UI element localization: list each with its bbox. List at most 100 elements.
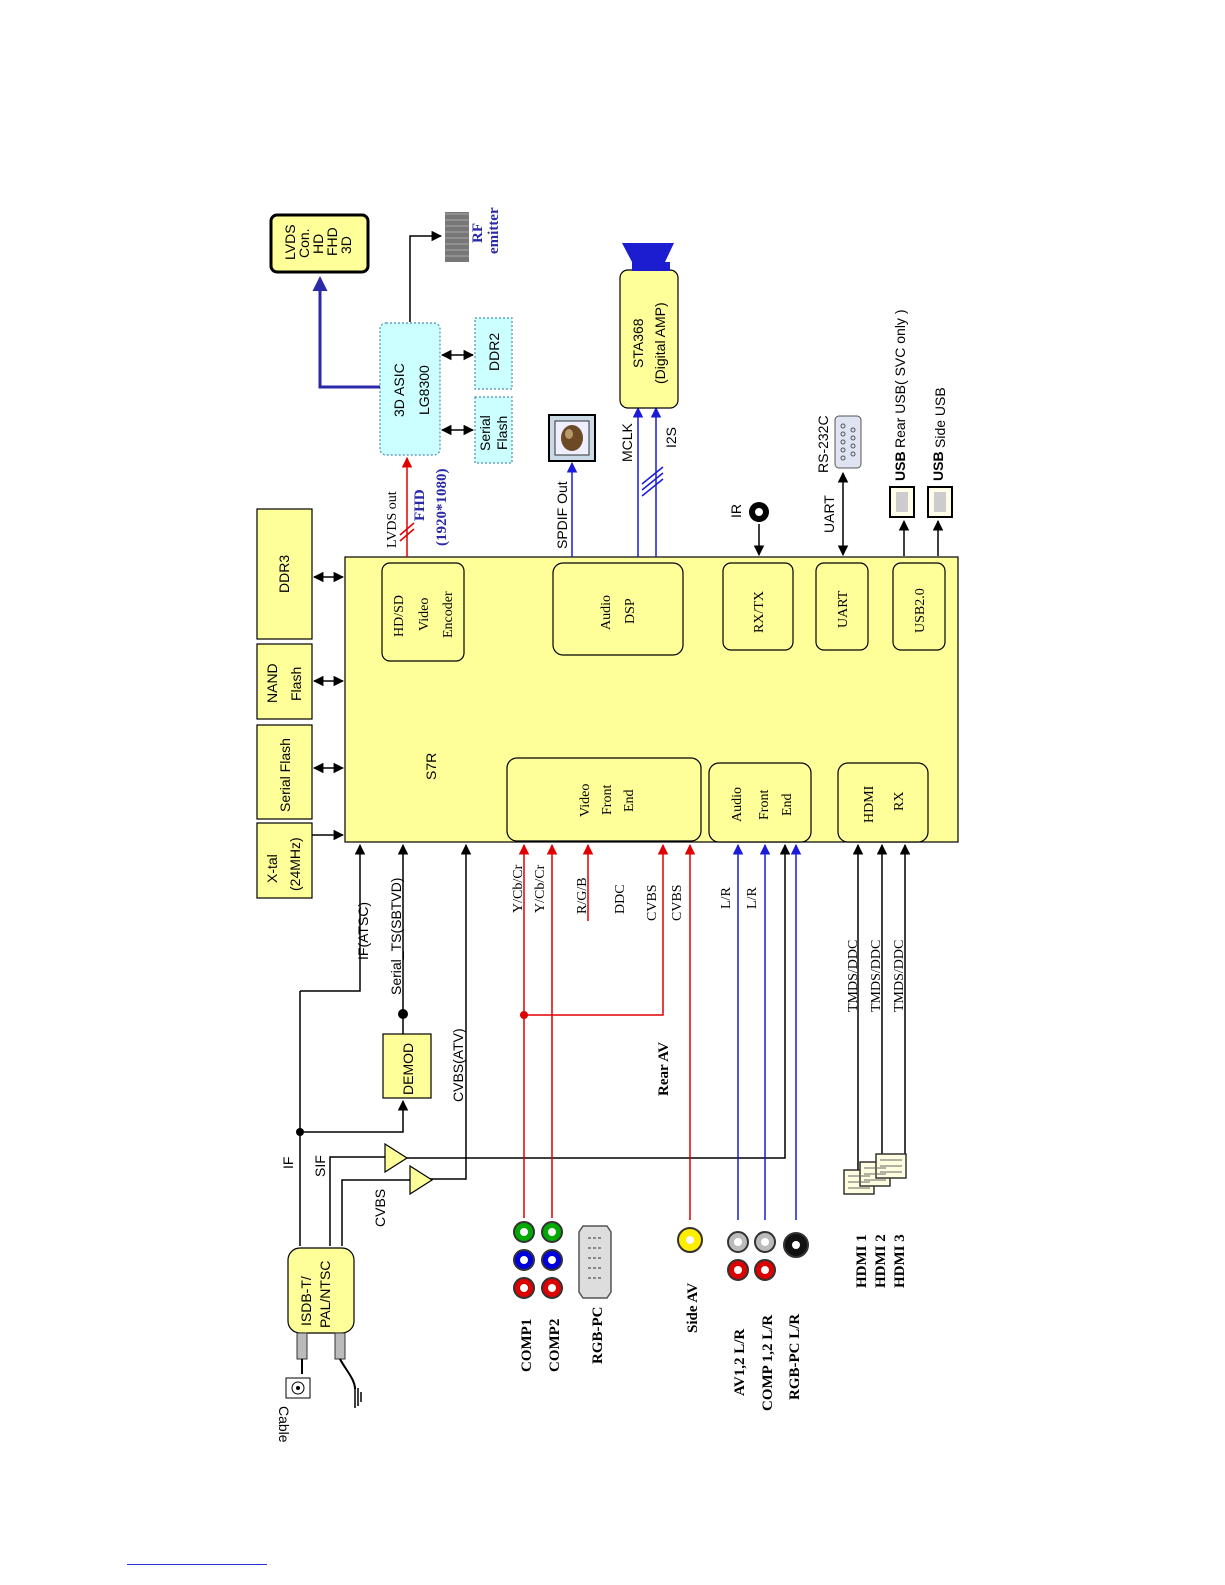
rear-usb-port-icon xyxy=(889,486,915,518)
tuner-block: ISDB-T/ PAL/NTSC xyxy=(287,1247,355,1334)
hdmi2-label: HDMI 2 xyxy=(873,1234,889,1288)
svg-text:Serial: Serial xyxy=(477,415,493,451)
side-av-jack-icon xyxy=(677,1227,703,1253)
svg-text:End: End xyxy=(622,789,637,812)
svg-text:Video: Video xyxy=(417,598,432,631)
nand-flash-block: NAND Flash xyxy=(256,643,313,720)
lvds-connector-block: LVDS Con. HD FHD 3D xyxy=(269,213,370,274)
spdif-connector-icon xyxy=(548,414,596,462)
digital-amp-block: STA368 (Digital AMP) xyxy=(619,269,679,409)
s7r-label: S7R xyxy=(423,753,439,780)
rxtx-block: RX/TX xyxy=(722,562,794,651)
input-label-lr-2: L/R xyxy=(745,887,760,909)
if-atsc-route xyxy=(300,843,366,992)
rs232-connector-icon xyxy=(834,415,862,469)
ir-label: IR xyxy=(728,504,744,518)
input-label-lr-1: L/R xyxy=(719,887,734,909)
comp2-label: COMP2 xyxy=(547,1319,563,1372)
rear-cvbs-line xyxy=(524,843,669,1016)
fhd-resolution-label: (1920*1080) xyxy=(434,469,450,547)
svg-text:USB2.0: USB2.0 xyxy=(913,588,928,633)
uart-block: UART xyxy=(815,562,869,651)
rear-usb-icon-label: USB xyxy=(892,451,908,481)
lvds-out-label: LVDS out xyxy=(385,491,400,548)
audio-dsp-block: Audio DSP xyxy=(552,562,684,656)
svg-text:DDR3: DDR3 xyxy=(276,555,292,593)
svg-text:RX: RX xyxy=(892,792,907,811)
cvbs-amplifier xyxy=(409,1164,434,1196)
svg-text:DEMOD: DEMOD xyxy=(400,1043,416,1095)
comp1-jacks-icon xyxy=(513,1221,535,1299)
rf-emitter-icon xyxy=(445,212,469,262)
input-label-rgb: R/G/B xyxy=(575,877,590,914)
mclk-label: MCLK xyxy=(619,422,635,462)
fhd-label: FHD xyxy=(412,489,428,521)
svg-text:LVDS: LVDS xyxy=(282,224,298,260)
svg-text:HD: HD xyxy=(310,234,326,254)
side-av-label: Side AV xyxy=(685,1283,701,1333)
sif-to-audio-line xyxy=(407,843,791,1159)
input-label-cvbs-1: CVBS xyxy=(645,884,660,921)
hdmi2-signal-label: TMDS/DDC xyxy=(869,940,884,1012)
svg-text:UART: UART xyxy=(836,590,851,628)
cable-connector-icon xyxy=(285,1377,311,1399)
rs232c-label: RS-232C xyxy=(815,415,831,473)
ddr2-block: DDR2 xyxy=(474,317,513,390)
svg-text:ISDB-T/: ISDB-T/ xyxy=(298,1276,314,1326)
cvbs-atv-label: CVBS(ATV) xyxy=(450,1028,466,1102)
if-atsc-label: IF(ATSC) xyxy=(355,902,371,960)
comp1-label: COMP1 xyxy=(519,1319,535,1372)
usb20-block: USB2.0 xyxy=(892,562,946,651)
svg-text:Flash: Flash xyxy=(288,667,304,701)
svg-text:Audio: Audio xyxy=(599,595,614,630)
svg-text:(24MHz): (24MHz) xyxy=(287,837,303,891)
svg-text:RX/TX: RX/TX xyxy=(752,591,767,633)
speaker-icon xyxy=(622,243,674,271)
svg-text:Front: Front xyxy=(757,790,772,820)
av-lr-label: AV1,2 L/R xyxy=(732,1329,748,1396)
side-usb-label: Side USB xyxy=(932,387,948,448)
svg-text:3D: 3D xyxy=(338,236,354,254)
sif-label: SIF xyxy=(312,1155,328,1177)
rgbpc-lr-label: RGB-PC L/R xyxy=(787,1314,803,1400)
asic-block: 3D ASIC LG8300 xyxy=(379,322,441,456)
hdmi3-signal-label: TMDS/DDC xyxy=(892,940,907,1012)
demod-block: DEMOD xyxy=(382,1033,432,1099)
svg-text:HD/SD: HD/SD xyxy=(392,595,407,637)
rear-av-label: Rear AV xyxy=(656,1042,672,1096)
svg-text:Audio: Audio xyxy=(730,787,745,822)
svg-text:FHD: FHD xyxy=(324,227,340,256)
input-label-ycbcr-1: Y/Cb/Cr xyxy=(511,864,526,913)
svg-text:Flash: Flash xyxy=(494,416,510,450)
cable-label: Cable xyxy=(276,1406,292,1443)
rf-label: RF xyxy=(470,223,486,243)
hdmi-rx-block: HDMI RX xyxy=(837,762,929,843)
spdif-label: SPDIF Out xyxy=(554,481,570,549)
hdsd-encoder-block: HD/SD Video Encoder xyxy=(381,562,465,662)
svg-text:Front: Front xyxy=(600,785,615,815)
svg-text:Encoder: Encoder xyxy=(441,591,456,638)
svg-text:STA368: STA368 xyxy=(630,318,646,368)
ground-icon xyxy=(354,1386,362,1408)
serial-flash-block: Serial Flash xyxy=(256,724,313,820)
input-label-cvbs-2: CVBS xyxy=(670,884,685,921)
serial-ts-label: Serial_TS(SBTVD) xyxy=(388,878,404,995)
audio-jacks-icon xyxy=(727,1231,809,1281)
svg-text:Con.: Con. xyxy=(296,228,312,258)
if-label: IF xyxy=(280,1157,296,1169)
asic-to-rf-line xyxy=(409,230,443,322)
asic-to-lvds-line xyxy=(312,276,380,389)
vga-connector-icon xyxy=(578,1225,612,1299)
cvbs-label: CVBS xyxy=(372,1189,388,1227)
hdmi3-label: HDMI 3 xyxy=(892,1234,908,1288)
comp-lr-label: COMP 1,2 L/R xyxy=(760,1315,776,1411)
rear-usb-label: Rear USB( SVC only ) xyxy=(892,310,908,448)
cvbs-line xyxy=(341,1179,410,1246)
sif-amplifier xyxy=(384,1142,409,1174)
cvbs-atv-line xyxy=(430,843,472,1180)
svg-text:Video: Video xyxy=(578,784,593,817)
hdmi1-signal-label: TMDS/DDC xyxy=(846,940,861,1012)
rgb-pc-label: RGB-PC xyxy=(590,1307,606,1365)
input-label-ddc: DDC xyxy=(613,884,628,914)
